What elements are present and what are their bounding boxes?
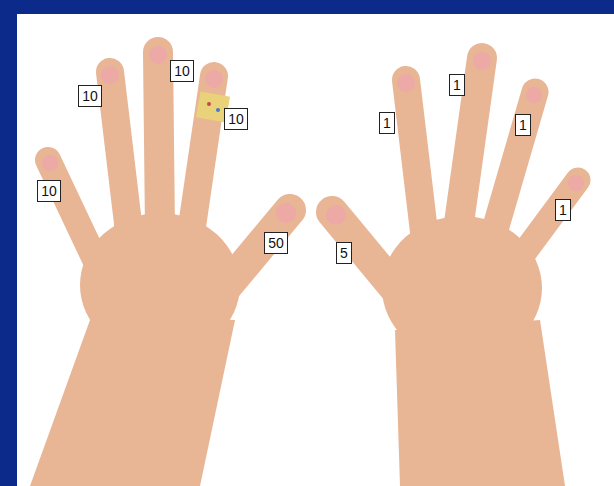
finger-value: 50 — [268, 235, 284, 251]
finger-value: 1 — [559, 202, 567, 218]
finger-value: 10 — [82, 88, 98, 104]
finger-value: 10 — [174, 63, 190, 79]
finger-value-box: 10 — [170, 60, 194, 82]
finger-value: 10 — [228, 111, 244, 127]
photo-background — [17, 14, 614, 486]
right-hand — [326, 52, 584, 486]
finger-value-box: 50 — [264, 232, 288, 254]
finger-value-box: 5 — [336, 242, 352, 264]
finger-value: 1 — [383, 115, 391, 131]
finger-value-box: 1 — [379, 112, 395, 134]
finger-value: 1 — [519, 117, 527, 133]
finger-value-box: 1 — [515, 114, 531, 136]
finger-value: 5 — [340, 245, 348, 261]
finger-value: 1 — [453, 77, 461, 93]
finger-value-box: 10 — [78, 85, 102, 107]
finger-value-box: 10 — [224, 108, 248, 130]
finger-value-box: 1 — [555, 199, 571, 221]
finger-value-box: 10 — [37, 180, 61, 202]
finger-value-box: 1 — [449, 74, 465, 96]
left-hand — [30, 46, 296, 486]
finger-value: 10 — [41, 183, 57, 199]
